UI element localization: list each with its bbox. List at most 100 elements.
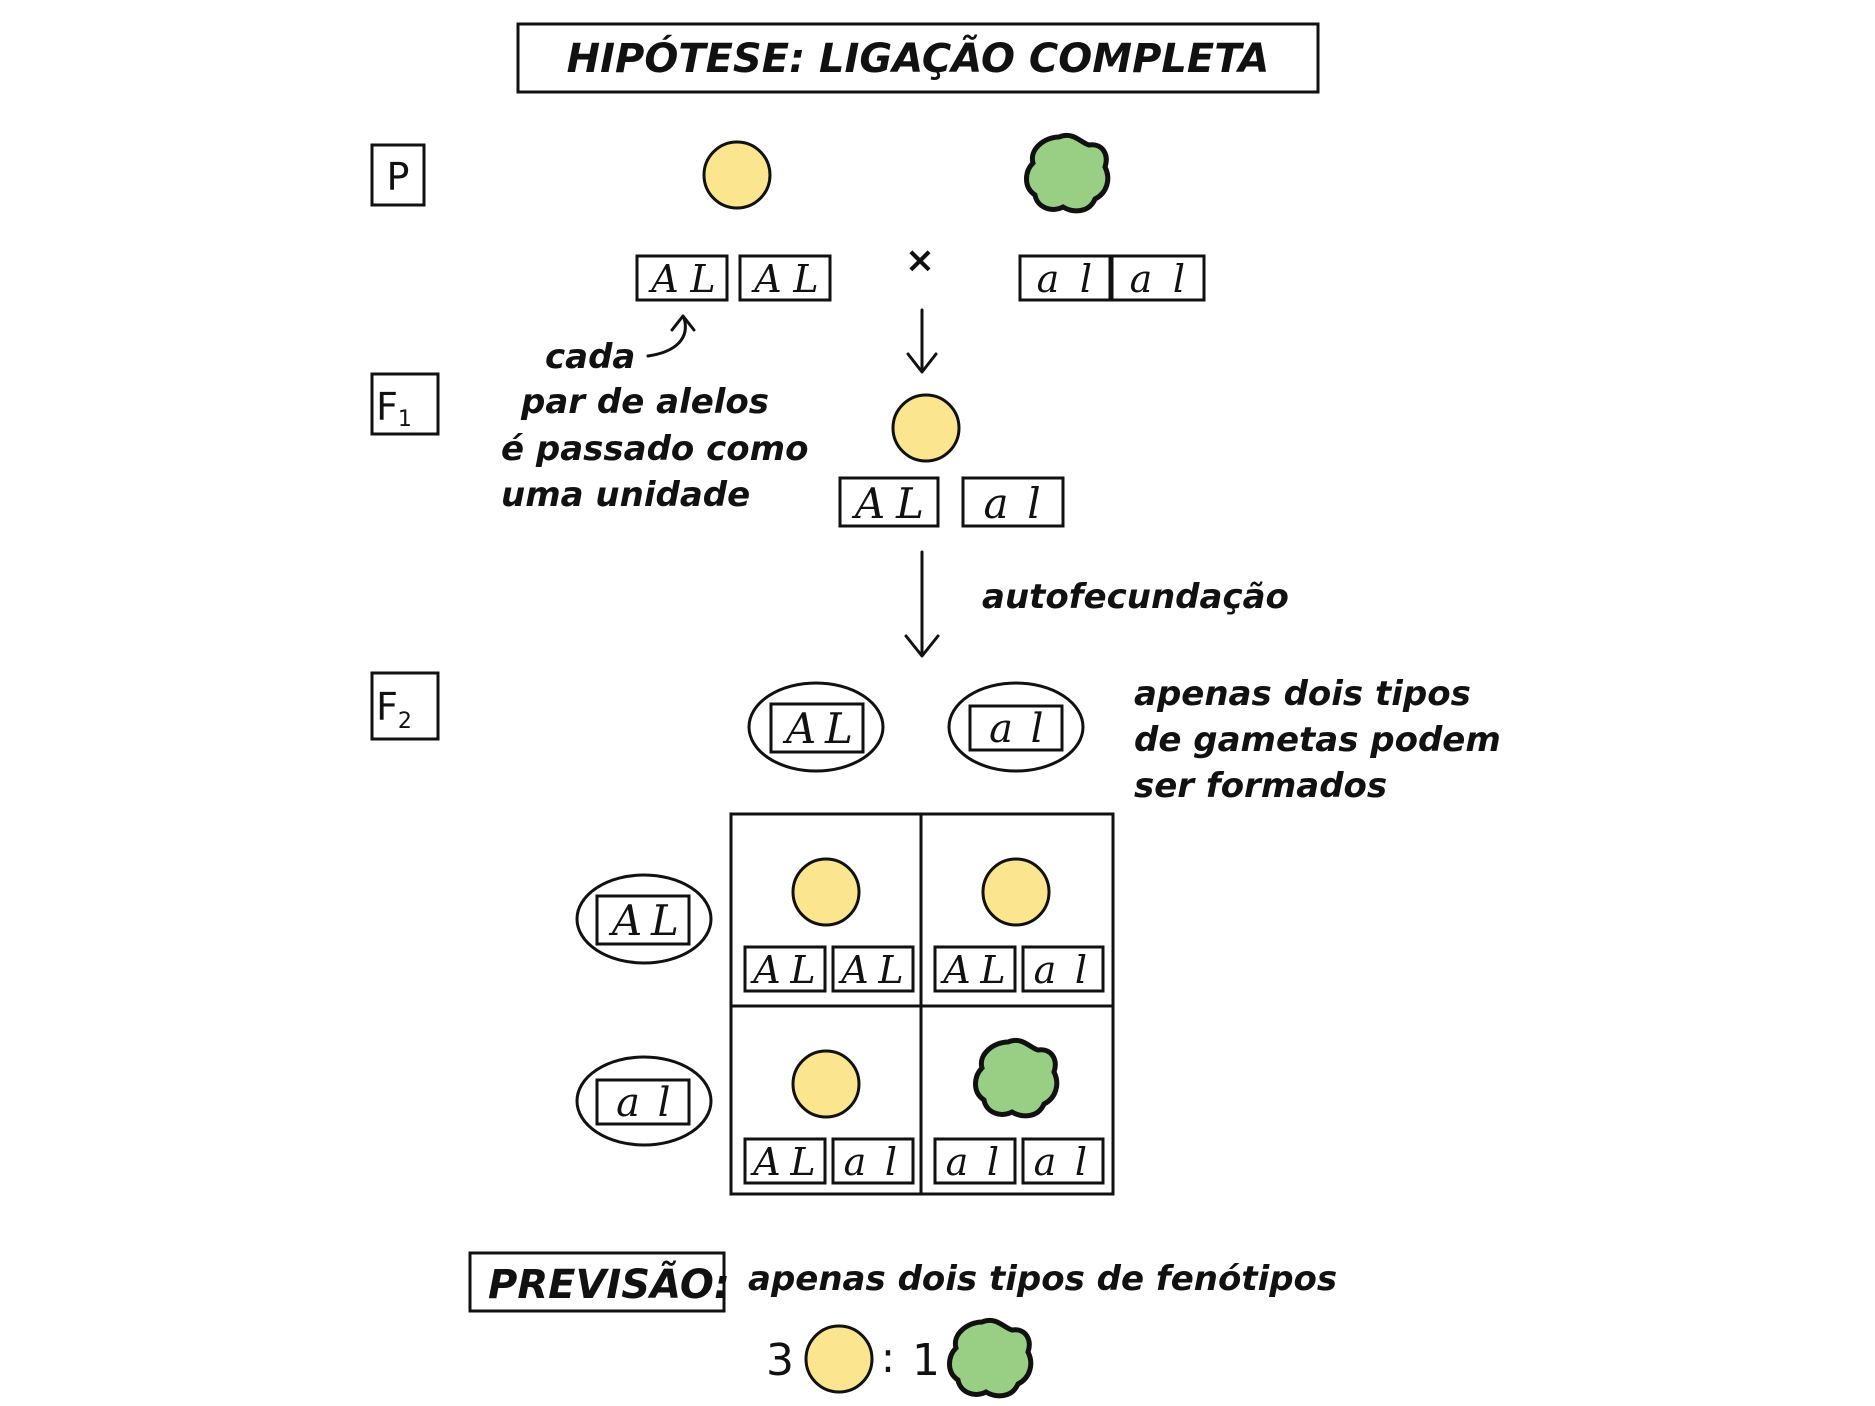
gamete: a l <box>947 681 1085 773</box>
parent-right-chromosomes: a l a l <box>1018 254 1206 302</box>
arrow-down-icon <box>906 308 938 374</box>
round-yellow-pea-icon <box>891 393 961 463</box>
gamete: A L <box>747 681 885 773</box>
chromosome-box <box>1018 254 1112 302</box>
allele-label: A <box>750 1140 780 1184</box>
allele-label: a <box>1034 1140 1057 1184</box>
note-gametes-line: ser formados <box>1134 766 1387 806</box>
parent-left-chromosomes: A L A L <box>635 254 832 302</box>
generation-f1-label: F1 <box>376 385 412 432</box>
allele-label: l <box>987 1140 999 1184</box>
allele-label: A <box>782 704 816 753</box>
allele-label: L <box>789 948 815 992</box>
allele-label: A <box>648 257 678 301</box>
chromosome-box <box>961 476 1065 528</box>
allele-label: A <box>851 479 885 528</box>
round-yellow-pea-icon <box>804 1324 874 1394</box>
allele-label: L <box>877 948 903 992</box>
chromosome-box <box>831 945 915 993</box>
note-unit-line: cada <box>545 337 635 377</box>
allele-label: l <box>658 1080 671 1126</box>
allele-label: L <box>895 479 924 528</box>
allele-label: A <box>751 257 781 301</box>
chromosome-box <box>595 1078 691 1126</box>
allele-label: l <box>1031 706 1044 752</box>
round-yellow-pea-icon <box>791 857 861 927</box>
chromosome-box <box>838 476 940 528</box>
title-box <box>516 22 1320 94</box>
ratio-right: 1 <box>912 1335 940 1386</box>
chromosome-box <box>595 894 691 946</box>
allele-label: L <box>792 257 818 301</box>
ratio-left: 3 <box>766 1335 794 1386</box>
note-unit-line: par de alelos <box>520 382 769 422</box>
allele-label: a <box>616 1080 640 1126</box>
prediction-label: PREVISÃO: <box>488 1260 730 1308</box>
round-yellow-pea-icon <box>702 140 772 210</box>
allele-label: a <box>1034 948 1057 992</box>
chromosome-box <box>1021 1137 1105 1185</box>
allele-label: A <box>838 948 868 992</box>
f1-chromosomes: A L a l <box>838 476 1065 528</box>
allele-label: a <box>989 706 1013 752</box>
wrinkled-green-pea-icon <box>976 1040 1057 1115</box>
allele-label: a <box>983 479 1008 528</box>
chromosome-box <box>769 702 865 754</box>
chromosome-box <box>743 945 827 993</box>
chromosome-box <box>635 254 729 302</box>
allele-label: a <box>844 1140 867 1184</box>
allele-label: L <box>824 704 853 753</box>
allele-label: A <box>608 896 642 945</box>
allele-label: l <box>885 1140 897 1184</box>
note-unit-line: é passado como <box>501 429 808 469</box>
allele-label: A <box>750 948 780 992</box>
curved-arrow-icon <box>646 314 696 358</box>
prediction-text: apenas dois tipos de fenótipos <box>748 1259 1337 1299</box>
chromosome-box <box>933 945 1017 993</box>
note-gametes-line: de gametas podem <box>1134 720 1501 760</box>
generation-p-label: P <box>387 155 410 199</box>
note-gametes: apenas dois tipos de gametas podem ser f… <box>1134 674 1501 806</box>
allele-label: l <box>1027 479 1040 528</box>
wrinkled-green-pea-icon <box>950 1320 1031 1395</box>
generation-f2-box <box>370 671 440 741</box>
ratio-separator: : <box>881 1333 895 1382</box>
allele-label: l <box>1075 1140 1087 1184</box>
chromosome-box <box>738 254 832 302</box>
allele-label: L <box>650 896 679 945</box>
wrinkled-green-pea-icon <box>1027 135 1108 210</box>
allele-label: L <box>789 1140 815 1184</box>
selfing-label: autofecundação <box>982 577 1289 617</box>
allele-label: l <box>1075 948 1087 992</box>
note-gametes-line: apenas dois tipos <box>1134 674 1471 714</box>
chromosome-box <box>968 704 1064 752</box>
note-unit-line: uma unidade <box>501 475 750 515</box>
allele-label: a <box>946 1140 969 1184</box>
generation-p-box <box>370 143 426 207</box>
gamete: a l <box>575 1055 713 1147</box>
gamete: A L <box>575 873 713 965</box>
round-yellow-pea-icon <box>981 857 1051 927</box>
chromosome-box <box>831 1137 915 1185</box>
chromosome-box <box>933 1137 1017 1185</box>
chromosome-box <box>1110 254 1206 302</box>
allele-label: l <box>1080 257 1092 301</box>
title: HIPÓTESE: LIGAÇÃO COMPLETA <box>567 34 1270 82</box>
allele-label: L <box>689 257 715 301</box>
chromosome-box <box>1021 945 1105 993</box>
prediction-label-box <box>468 1251 726 1313</box>
cross-symbol: × <box>905 240 935 281</box>
allele-label: a <box>1037 257 1060 301</box>
allele-label: a <box>1130 257 1153 301</box>
note-unit: cada par de alelos é passado como uma un… <box>501 337 808 515</box>
allele-label: A <box>940 948 970 992</box>
allele-label: l <box>1173 257 1185 301</box>
round-yellow-pea-icon <box>791 1049 861 1119</box>
generation-f2-label: F2 <box>376 685 412 734</box>
chromosome-box <box>743 1137 827 1185</box>
